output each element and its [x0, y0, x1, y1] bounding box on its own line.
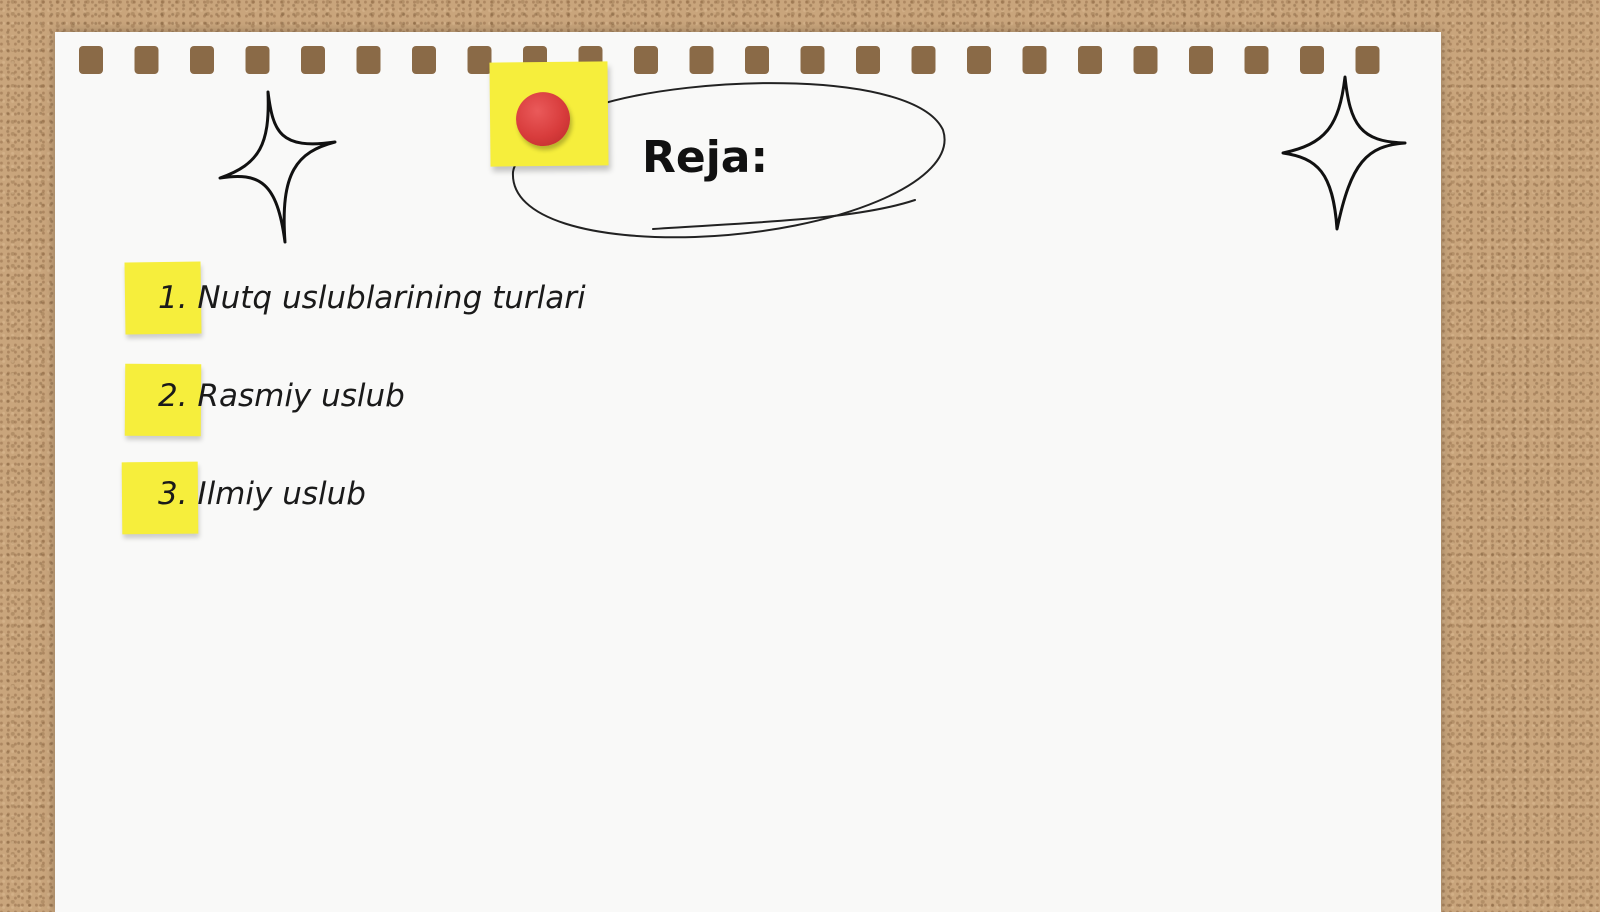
binding-hole: [1300, 46, 1324, 74]
binding-hole: [1022, 46, 1047, 74]
page-title: Reja:: [642, 132, 769, 183]
binding-hole: [800, 46, 825, 74]
binding-hole: [134, 46, 159, 74]
binding-hole: [911, 46, 936, 74]
plan-item-text: 1. Nutq uslublarining turlari: [158, 280, 586, 316]
binding-hole: [689, 46, 714, 74]
binding-holes: [79, 46, 1380, 74]
plan-list: 1. Nutq uslublarining turlari 2. Rasmiy …: [121, 260, 825, 554]
plan-item: 1. Nutq uslublarining turlari: [124, 260, 825, 358]
binding-hole: [1133, 46, 1158, 74]
plan-item: 3. Ilmiy uslub: [121, 456, 825, 554]
binding-hole: [634, 46, 658, 74]
binding-hole: [967, 46, 991, 74]
binding-hole: [356, 46, 381, 74]
binding-hole: [1189, 46, 1213, 74]
binding-hole: [467, 46, 492, 74]
binding-hole: [745, 46, 769, 74]
binding-hole: [1244, 46, 1269, 74]
binding-hole: [412, 46, 436, 74]
binding-hole: [79, 46, 103, 74]
title-sticky-note: [489, 61, 609, 167]
sparkle-star-icon-left: [218, 90, 337, 244]
binding-hole: [245, 46, 270, 74]
binding-hole: [190, 46, 214, 74]
binding-hole: [301, 46, 325, 74]
plan-item-text: 3. Ilmiy uslub: [158, 476, 366, 512]
plan-item: 2. Rasmiy uslub: [124, 358, 825, 456]
push-pin-icon: [515, 91, 571, 147]
binding-hole: [1355, 46, 1380, 74]
plan-item-text: 2. Rasmiy uslub: [158, 378, 405, 414]
binding-hole: [1078, 46, 1102, 74]
notebook-paper: Reja: 1. Nutq uslublarining turlari 2. R…: [55, 32, 1441, 912]
binding-hole: [856, 46, 880, 74]
